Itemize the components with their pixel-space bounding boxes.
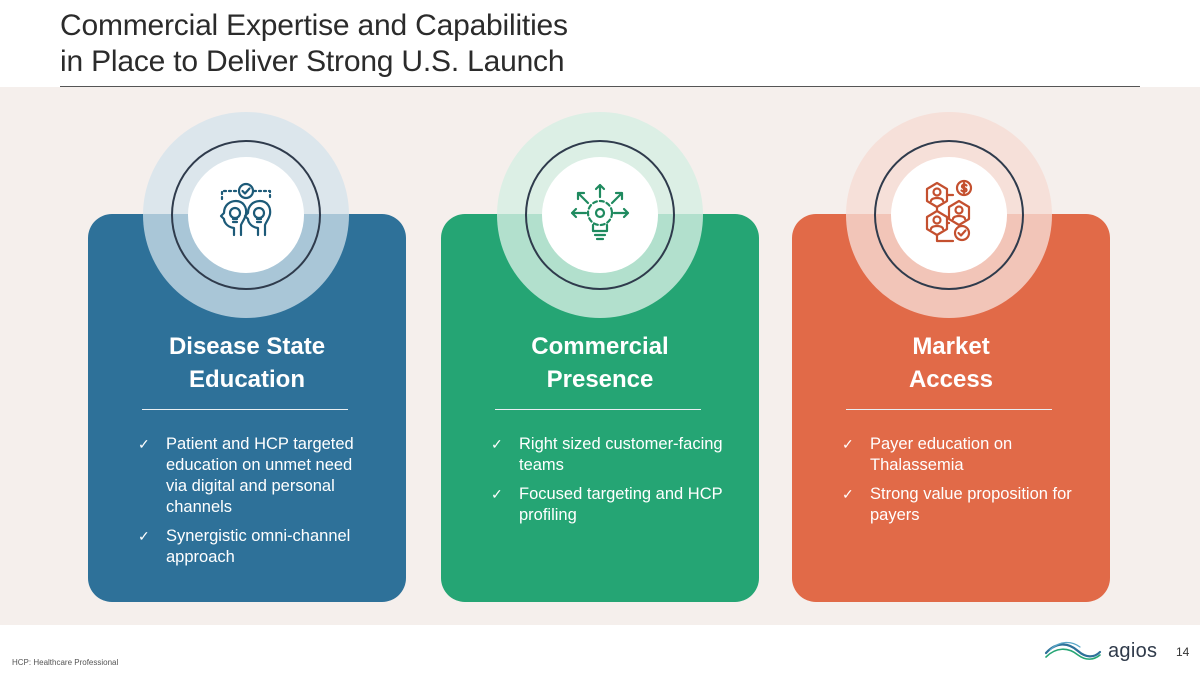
slide-title: Commercial Expertise and Capabilities in… bbox=[60, 8, 568, 80]
card-title-line1: Market bbox=[912, 333, 990, 360]
bullet-item: ✓ Payer education on Thalassemia bbox=[842, 434, 1074, 476]
two-heads-lightbulb-icon bbox=[219, 182, 272, 237]
bullet-item: ✓ Right sized customer-facing teams bbox=[491, 434, 723, 476]
card-title-line1: Commercial bbox=[531, 333, 669, 360]
icon-disc bbox=[542, 157, 658, 273]
bullet-list: ✓ Patient and HCP targeted education on u… bbox=[138, 434, 370, 576]
icon-ring bbox=[171, 140, 321, 290]
checkmark-icon: ✓ bbox=[842, 436, 854, 452]
checkmark-icon: ✓ bbox=[138, 528, 150, 544]
icon-disc bbox=[891, 157, 1007, 273]
card-title: Commercial Presence bbox=[441, 330, 759, 396]
bullet-list: ✓ Payer education on Thalassemia ✓ Strong … bbox=[842, 434, 1074, 534]
checkmark-icon: ✓ bbox=[491, 486, 503, 502]
gear-lightbulb-arrows-icon bbox=[570, 183, 630, 241]
bullet-item: ✓ Focused targeting and HCP profiling bbox=[491, 484, 723, 526]
logo-text: agios bbox=[1108, 639, 1158, 662]
checkmark-icon: ✓ bbox=[491, 436, 503, 452]
footnote: HCP: Healthcare Professional bbox=[12, 658, 119, 667]
wave-logo-icon bbox=[1044, 641, 1102, 660]
page-number: 14 bbox=[1176, 645, 1190, 659]
card-divider bbox=[495, 409, 701, 410]
card-title-line2: Presence bbox=[546, 366, 654, 393]
checkmark-icon: ✓ bbox=[138, 436, 150, 452]
icon-disc bbox=[188, 157, 304, 273]
card-title-line1: Disease State bbox=[168, 333, 326, 360]
icon-ring bbox=[525, 140, 675, 290]
card-title: Market Access bbox=[792, 330, 1110, 396]
title-rule bbox=[60, 86, 1140, 87]
bullet-text: Patient and HCP targeted education on un… bbox=[166, 435, 354, 516]
agios-logo: agios bbox=[1044, 636, 1160, 666]
bullet-text: Right sized customer-facing teams bbox=[519, 435, 723, 474]
bullet-text: Payer education on Thalassemia bbox=[870, 435, 1013, 474]
card-divider bbox=[846, 409, 1052, 410]
checkmark-icon: ✓ bbox=[842, 486, 854, 502]
icon-ring bbox=[874, 140, 1024, 290]
card-divider bbox=[142, 409, 348, 410]
bullet-list: ✓ Right sized customer-facing teams ✓ Focu… bbox=[491, 434, 723, 534]
card-title-line2: Education bbox=[188, 366, 305, 393]
card-title-line2: Access bbox=[908, 366, 994, 393]
card-title: Disease State Education bbox=[88, 330, 406, 396]
bullet-item: ✓ Strong value proposition for payers bbox=[842, 484, 1074, 526]
slide-title-line2: in Place to Deliver Strong U.S. Launch bbox=[60, 45, 565, 78]
bullet-item: ✓ Patient and HCP targeted education on u… bbox=[138, 434, 370, 518]
slide-title-line1: Commercial Expertise and Capabilities bbox=[60, 9, 568, 42]
hexagon-people-network-icon bbox=[925, 179, 973, 243]
bullet-text: Synergistic omni-channel approach bbox=[166, 527, 351, 566]
bullet-item: ✓ Synergistic omni-channel approach bbox=[138, 526, 370, 568]
bullet-text: Focused targeting and HCP profiling bbox=[519, 485, 723, 524]
bullet-text: Strong value proposition for payers bbox=[870, 485, 1072, 524]
